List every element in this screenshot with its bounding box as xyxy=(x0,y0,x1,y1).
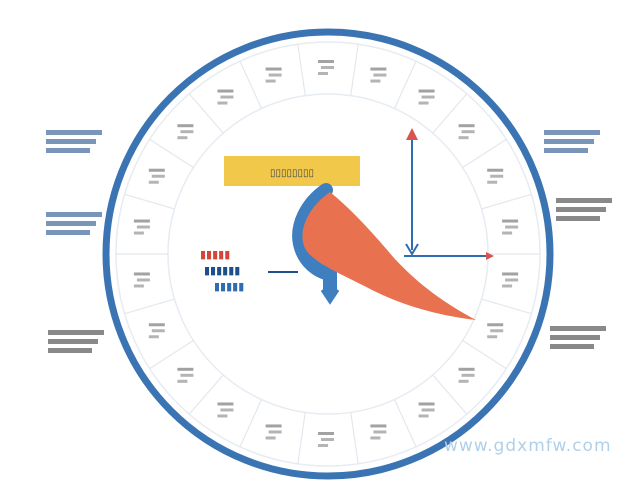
ring-segment-mark xyxy=(418,89,435,105)
side-label xyxy=(556,198,612,221)
segment-divider xyxy=(124,193,175,210)
segment-divider xyxy=(393,60,417,109)
center-label-blue-2: ▮▮▮▮▮ xyxy=(214,280,244,293)
segment-divider xyxy=(462,339,507,370)
side-label xyxy=(544,130,600,153)
ring-segment-mark xyxy=(502,272,519,288)
segment-divider xyxy=(188,374,224,415)
ring-labels xyxy=(133,60,519,447)
yellow-banner xyxy=(224,156,360,186)
segment-divider xyxy=(239,60,263,109)
center-label-blue-1: ▮▮▮▮▮▮ xyxy=(204,264,240,277)
segment-divider xyxy=(393,399,417,448)
side-labels xyxy=(46,130,612,353)
side-label xyxy=(48,330,104,353)
ring-segment-mark xyxy=(177,124,194,140)
segment-divider xyxy=(432,374,468,415)
ring-segment-mark xyxy=(458,124,475,140)
segment-divider xyxy=(297,44,306,96)
segment-divider xyxy=(149,339,194,370)
segment-divider xyxy=(350,412,359,464)
segment-divider xyxy=(297,412,306,464)
down-arrow-icon xyxy=(405,243,419,256)
ring-segment-mark xyxy=(133,219,150,235)
ring-segment-mark xyxy=(148,323,165,339)
shark-fin-icon xyxy=(292,183,476,320)
ring-segment-mark xyxy=(148,168,165,184)
segment-divider xyxy=(481,298,532,315)
ring-segment-mark xyxy=(502,219,519,235)
segment-divider xyxy=(188,93,224,134)
segment-divider xyxy=(239,399,263,448)
segment-divider xyxy=(350,44,359,96)
segment-divider xyxy=(462,138,507,169)
watermark: www.gdxmfw.com xyxy=(444,436,612,456)
side-label xyxy=(46,212,102,235)
segment-divider xyxy=(432,93,468,134)
ring-segment-mark xyxy=(318,60,334,75)
segment-divider xyxy=(124,298,175,315)
segment-dividers xyxy=(116,44,540,464)
ring-segment-mark xyxy=(265,67,282,83)
ring-segment-mark xyxy=(370,424,387,440)
ring-segment-mark xyxy=(133,272,150,288)
up-arrow-icon xyxy=(406,128,418,250)
ring-segment-mark xyxy=(217,89,234,105)
segment-divider xyxy=(481,193,532,210)
ring-segment-mark xyxy=(458,367,475,383)
ring-segment-mark xyxy=(418,402,435,418)
ring-segment-mark xyxy=(318,432,334,447)
ring-segment-mark xyxy=(265,424,282,440)
ring-segment-mark xyxy=(487,168,504,184)
ring-segment-mark xyxy=(217,402,234,418)
outer-ring xyxy=(102,28,554,480)
ring-segment-mark xyxy=(370,67,387,83)
side-label xyxy=(46,130,102,153)
center-label-red: ▮▮▮▮▮ xyxy=(200,248,230,261)
ring-segment-mark xyxy=(487,323,504,339)
axis-arrow-head xyxy=(486,252,494,260)
side-label xyxy=(550,326,606,349)
yellow-banner-text: ▯▯▯▯▯▯▯▯ xyxy=(270,168,314,179)
segment-divider xyxy=(149,138,194,169)
ring-segment-mark xyxy=(177,367,194,383)
